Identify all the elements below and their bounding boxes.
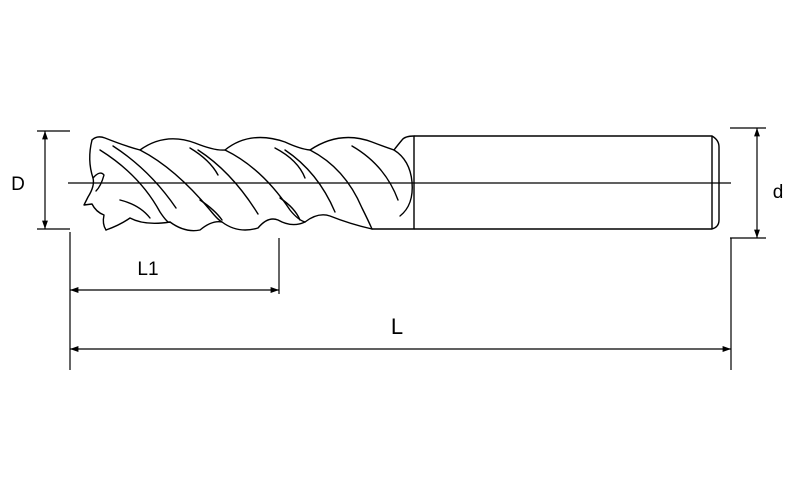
dimension-L-label: L [391, 314, 403, 339]
flute-section [83, 135, 415, 232]
dimension-D [37, 130, 70, 230]
dimension-L1-label: L1 [137, 259, 158, 280]
dimension-d [730, 127, 766, 239]
dimension-D-label: D [11, 174, 25, 195]
dimension-d-label: d [773, 182, 784, 203]
